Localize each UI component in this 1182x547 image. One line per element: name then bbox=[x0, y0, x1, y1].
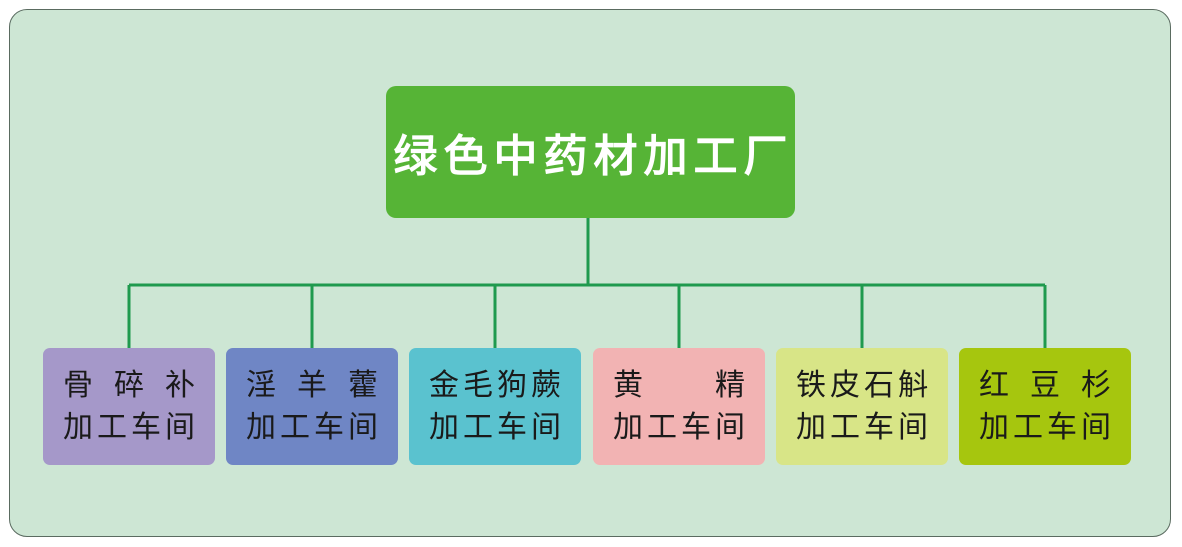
child-node-huangjing: 黄 精 加工车间 bbox=[593, 348, 765, 465]
root-node-label: 绿色中药材加工厂 bbox=[393, 131, 794, 182]
child-node-suffix: 加工车间 bbox=[429, 409, 561, 445]
child-node-name: 金毛狗蕨 bbox=[429, 367, 561, 403]
child-node-suffix: 加工车间 bbox=[796, 409, 928, 445]
child-node-hongdoushan: 红豆杉 加工车间 bbox=[959, 348, 1131, 465]
child-node-jinmaogoujue: 金毛狗蕨 加工车间 bbox=[409, 348, 581, 465]
child-node-name: 黄 精 bbox=[613, 367, 745, 403]
child-node-suffix: 加工车间 bbox=[246, 409, 378, 445]
child-node-name: 骨碎补 bbox=[63, 367, 195, 403]
child-node-suffix: 加工车间 bbox=[613, 409, 745, 445]
child-node-name: 铁皮石斛 bbox=[796, 367, 928, 403]
child-node-suffix: 加工车间 bbox=[979, 409, 1111, 445]
child-node-yinyanghuo: 淫羊藿 加工车间 bbox=[226, 348, 398, 465]
root-node: 绿色中药材加工厂 bbox=[386, 86, 795, 218]
child-node-suffix: 加工车间 bbox=[63, 409, 195, 445]
child-node-name: 淫羊藿 bbox=[246, 367, 378, 403]
child-node-gusuibu: 骨碎补 加工车间 bbox=[43, 348, 215, 465]
child-node-name: 红豆杉 bbox=[979, 367, 1111, 403]
child-node-tiepishihu: 铁皮石斛 加工车间 bbox=[776, 348, 948, 465]
